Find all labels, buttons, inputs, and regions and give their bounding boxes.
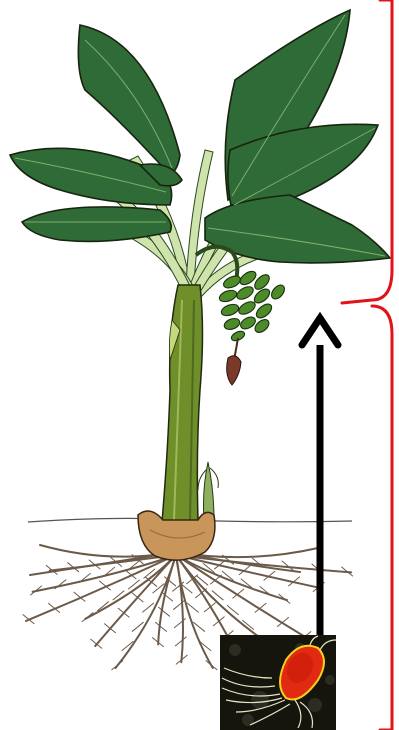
male-bud xyxy=(227,356,241,385)
curly-brace-icon xyxy=(342,0,392,730)
leaf-left-lower xyxy=(22,207,171,242)
up-arrow-icon xyxy=(302,318,338,635)
banana-plant-icon xyxy=(10,10,390,560)
leaf-left-upper xyxy=(10,148,172,205)
banana-bunch xyxy=(218,269,287,343)
bacterium-micrograph-icon xyxy=(220,635,336,730)
